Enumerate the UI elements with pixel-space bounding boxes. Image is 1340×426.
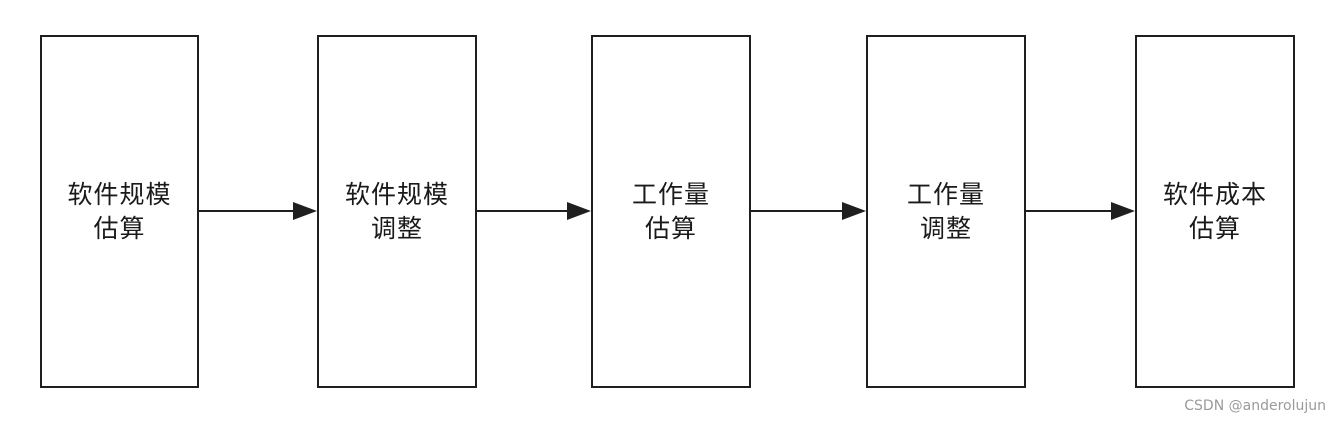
arrow-3 — [751, 202, 866, 220]
step-label: 软件规模 估算 — [67, 179, 172, 243]
step-effort-estimation: 工作量 估算 — [591, 35, 751, 388]
step-effort-adjustment: 工作量 调整 — [866, 35, 1026, 388]
arrow-2 — [477, 202, 591, 220]
step-software-cost-estimation: 软件成本 估算 — [1135, 35, 1295, 388]
arrow-1 — [199, 202, 317, 220]
step-software-size-estimation: 软件规模 估算 — [40, 35, 199, 388]
step-label: 工作量 估算 — [631, 179, 710, 243]
step-label: 软件规模 调整 — [344, 179, 449, 243]
step-label: 软件成本 估算 — [1162, 179, 1267, 243]
watermark: CSDN @anderolujun — [1184, 398, 1326, 414]
arrow-4 — [1026, 202, 1135, 220]
step-software-size-adjustment: 软件规模 调整 — [317, 35, 477, 388]
step-label: 工作量 调整 — [906, 179, 985, 243]
